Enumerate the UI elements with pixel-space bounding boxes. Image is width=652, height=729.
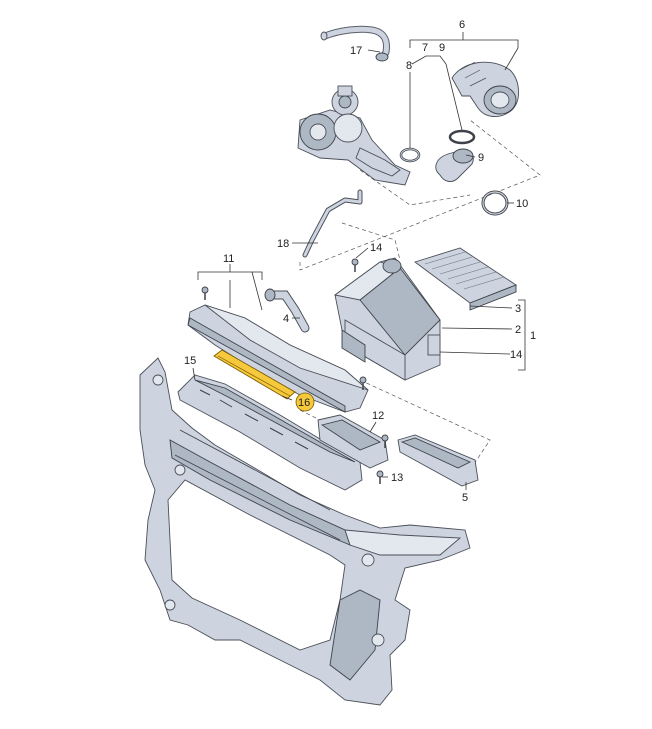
callout-11: 11 (223, 253, 234, 265)
intake-cover-11 (187, 304, 369, 413)
callout-18: 18 (277, 238, 289, 250)
callout-14-top: 14 (370, 242, 382, 254)
callout-5: 5 (462, 492, 468, 504)
hose-4 (264, 288, 310, 333)
callout-6: 6 (459, 19, 465, 31)
callout-17: 17 (350, 45, 362, 57)
callout-7: 7 (422, 42, 428, 54)
turbocharger (297, 85, 411, 186)
screw-icon (376, 470, 384, 484)
screw-icon (201, 286, 209, 300)
air-guide-12 (317, 414, 389, 469)
air-guide-15 (177, 374, 363, 491)
screws (201, 258, 389, 484)
screw-icon (381, 434, 389, 448)
pipe-18 (302, 189, 363, 258)
o-ring-8 (399, 147, 421, 163)
callout-16-highlight (295, 392, 315, 412)
callout-12: 12 (372, 410, 384, 422)
screw-icon (359, 376, 367, 390)
callout-9: 9 (439, 42, 445, 54)
air-filter-housing-1 (333, 257, 441, 381)
leader-lines (192, 32, 526, 490)
callout-10: 10 (516, 198, 528, 210)
seal-strip-16 (213, 349, 296, 400)
air-inlet-5 (397, 434, 479, 487)
callout-13: 13 (391, 472, 403, 484)
lock-carrier (139, 357, 471, 706)
charge-air-hose-6 (451, 61, 519, 117)
callout-15: 15 (184, 355, 196, 367)
callout-4: 4 (283, 313, 289, 325)
callout-14: 14 (510, 349, 522, 361)
filter-element-3 (414, 247, 517, 311)
hose-clamp-9 (435, 129, 476, 182)
guide-lines (299, 119, 541, 471)
callout-9-lower: 9 (478, 152, 484, 164)
callout-16: 16 (298, 397, 310, 409)
callout-labels: 6 7 9 8 17 9 10 18 14 11 3 2 1 14 4 15 1… (184, 19, 536, 504)
callout-3: 3 (515, 303, 521, 315)
clamp-10 (481, 190, 509, 216)
hose-17 (320, 25, 390, 62)
screw-icon (351, 258, 359, 272)
callout-8: 8 (406, 60, 412, 72)
callout-2: 2 (515, 324, 521, 336)
callout-1: 1 (530, 330, 536, 342)
